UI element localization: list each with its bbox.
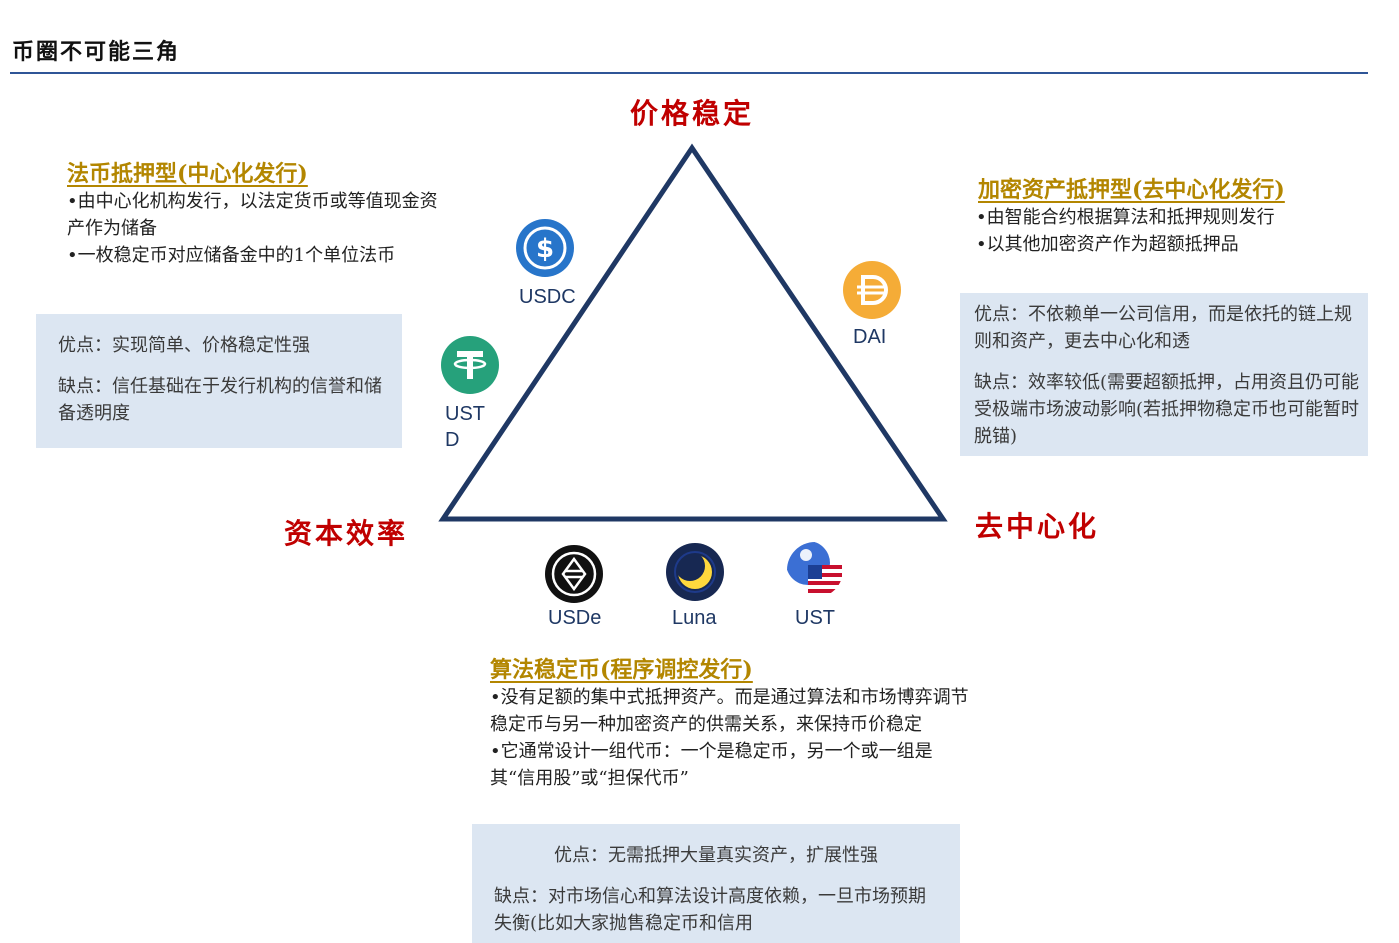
algo-pros: 优点：无需抵押大量真实资产，扩展性强 <box>554 845 878 866</box>
usdt-label-line1: UST <box>445 403 485 425</box>
usdc-label: USDC <box>519 286 576 308</box>
fiat-bullet-2: •一枚稳定币对应储备金中的1个单位法币 <box>67 245 396 266</box>
algo-bullet-1: •没有足额的集中式抵押资产。而是通过算法和市场博弈调节稳定币与另一种加密资产的供… <box>490 687 969 735</box>
algo-proscons-box: 优点：无需抵押大量真实资产，扩展性强 缺点：对市场信心和算法设计高度依赖，一旦市… <box>472 824 960 943</box>
crypto-proscons-box: 优点：不依赖单一公司信用，而是依托的链上规则和资产，更去中心化和透 缺点：效率较… <box>960 293 1368 456</box>
vertex-label-decentralization: 去中心化 <box>975 510 1100 543</box>
fiat-pros: 优点：实现简单、价格稳定性强 <box>58 335 310 356</box>
title-divider <box>10 72 1368 74</box>
luna-icon <box>666 543 724 601</box>
vertex-label-capital-efficiency: 资本效率 <box>284 517 409 550</box>
usdt-label-line2: D <box>445 429 460 451</box>
crypto-heading: 加密资产抵押型(去中心化发行) <box>978 177 1285 203</box>
crypto-bullets: •由智能合约根据算法和抵押规则发行 •以其他加密资产作为超额抵押品 <box>976 204 1368 258</box>
ust-icon <box>786 541 844 599</box>
usdc-icon: $ <box>516 219 574 277</box>
crypto-bullet-2: •以其他加密资产作为超额抵押品 <box>976 234 1239 255</box>
usde-icon <box>545 545 603 603</box>
fiat-cons: 缺点：信任基础在于发行机构的信誉和储备透明度 <box>58 376 382 424</box>
usdt-label: UST D <box>445 401 485 453</box>
ust-label: UST <box>795 607 835 629</box>
algo-heading: 算法稳定币(程序调控发行) <box>490 657 753 683</box>
fiat-bullets: •由中心化机构发行，以法定货币或等值现金资产作为储备 •一枚稳定币对应储备金中的… <box>67 188 442 269</box>
algo-cons: 缺点：对市场信心和算法设计高度依赖，一旦市场预期失衡(比如大家抛售稳定币和信用 <box>494 886 926 934</box>
fiat-proscons-box: 优点：实现简单、价格稳定性强 缺点：信任基础在于发行机构的信誉和储备透明度 <box>36 314 402 448</box>
triangle-outline <box>438 143 948 522</box>
dai-icon <box>843 261 901 319</box>
algo-bullets: •没有足额的集中式抵押资产。而是通过算法和市场博弈调节稳定币与另一种加密资产的供… <box>490 684 972 792</box>
dai-label: DAI <box>853 326 887 348</box>
luna-label: Luna <box>672 607 717 629</box>
fiat-heading: 法币抵押型(中心化发行) <box>67 161 308 187</box>
crypto-cons: 缺点：效率较低(需要超额抵押，占用资且仍可能受极端市场波动影响(若抵押物稳定币也… <box>974 372 1360 447</box>
vertex-label-price-stability: 价格稳定 <box>630 97 755 130</box>
fiat-bullet-1: •由中心化机构发行，以法定货币或等值现金资产作为储备 <box>67 191 438 239</box>
crypto-pros: 优点：不依赖单一公司信用，而是依托的链上规则和资产，更去中心化和透 <box>974 304 1352 352</box>
tether-icon <box>441 336 499 394</box>
algo-bullet-2: •它通常设计一组代币：一个是稳定币，另一个或一组是其“信用股”或“担保代币” <box>490 741 933 789</box>
crypto-bullet-1: •由智能合约根据算法和抵押规则发行 <box>976 207 1275 228</box>
page-title: 币圈不可能三角 <box>12 39 181 65</box>
svg-text:$: $ <box>536 234 554 264</box>
usde-label: USDe <box>548 607 602 629</box>
